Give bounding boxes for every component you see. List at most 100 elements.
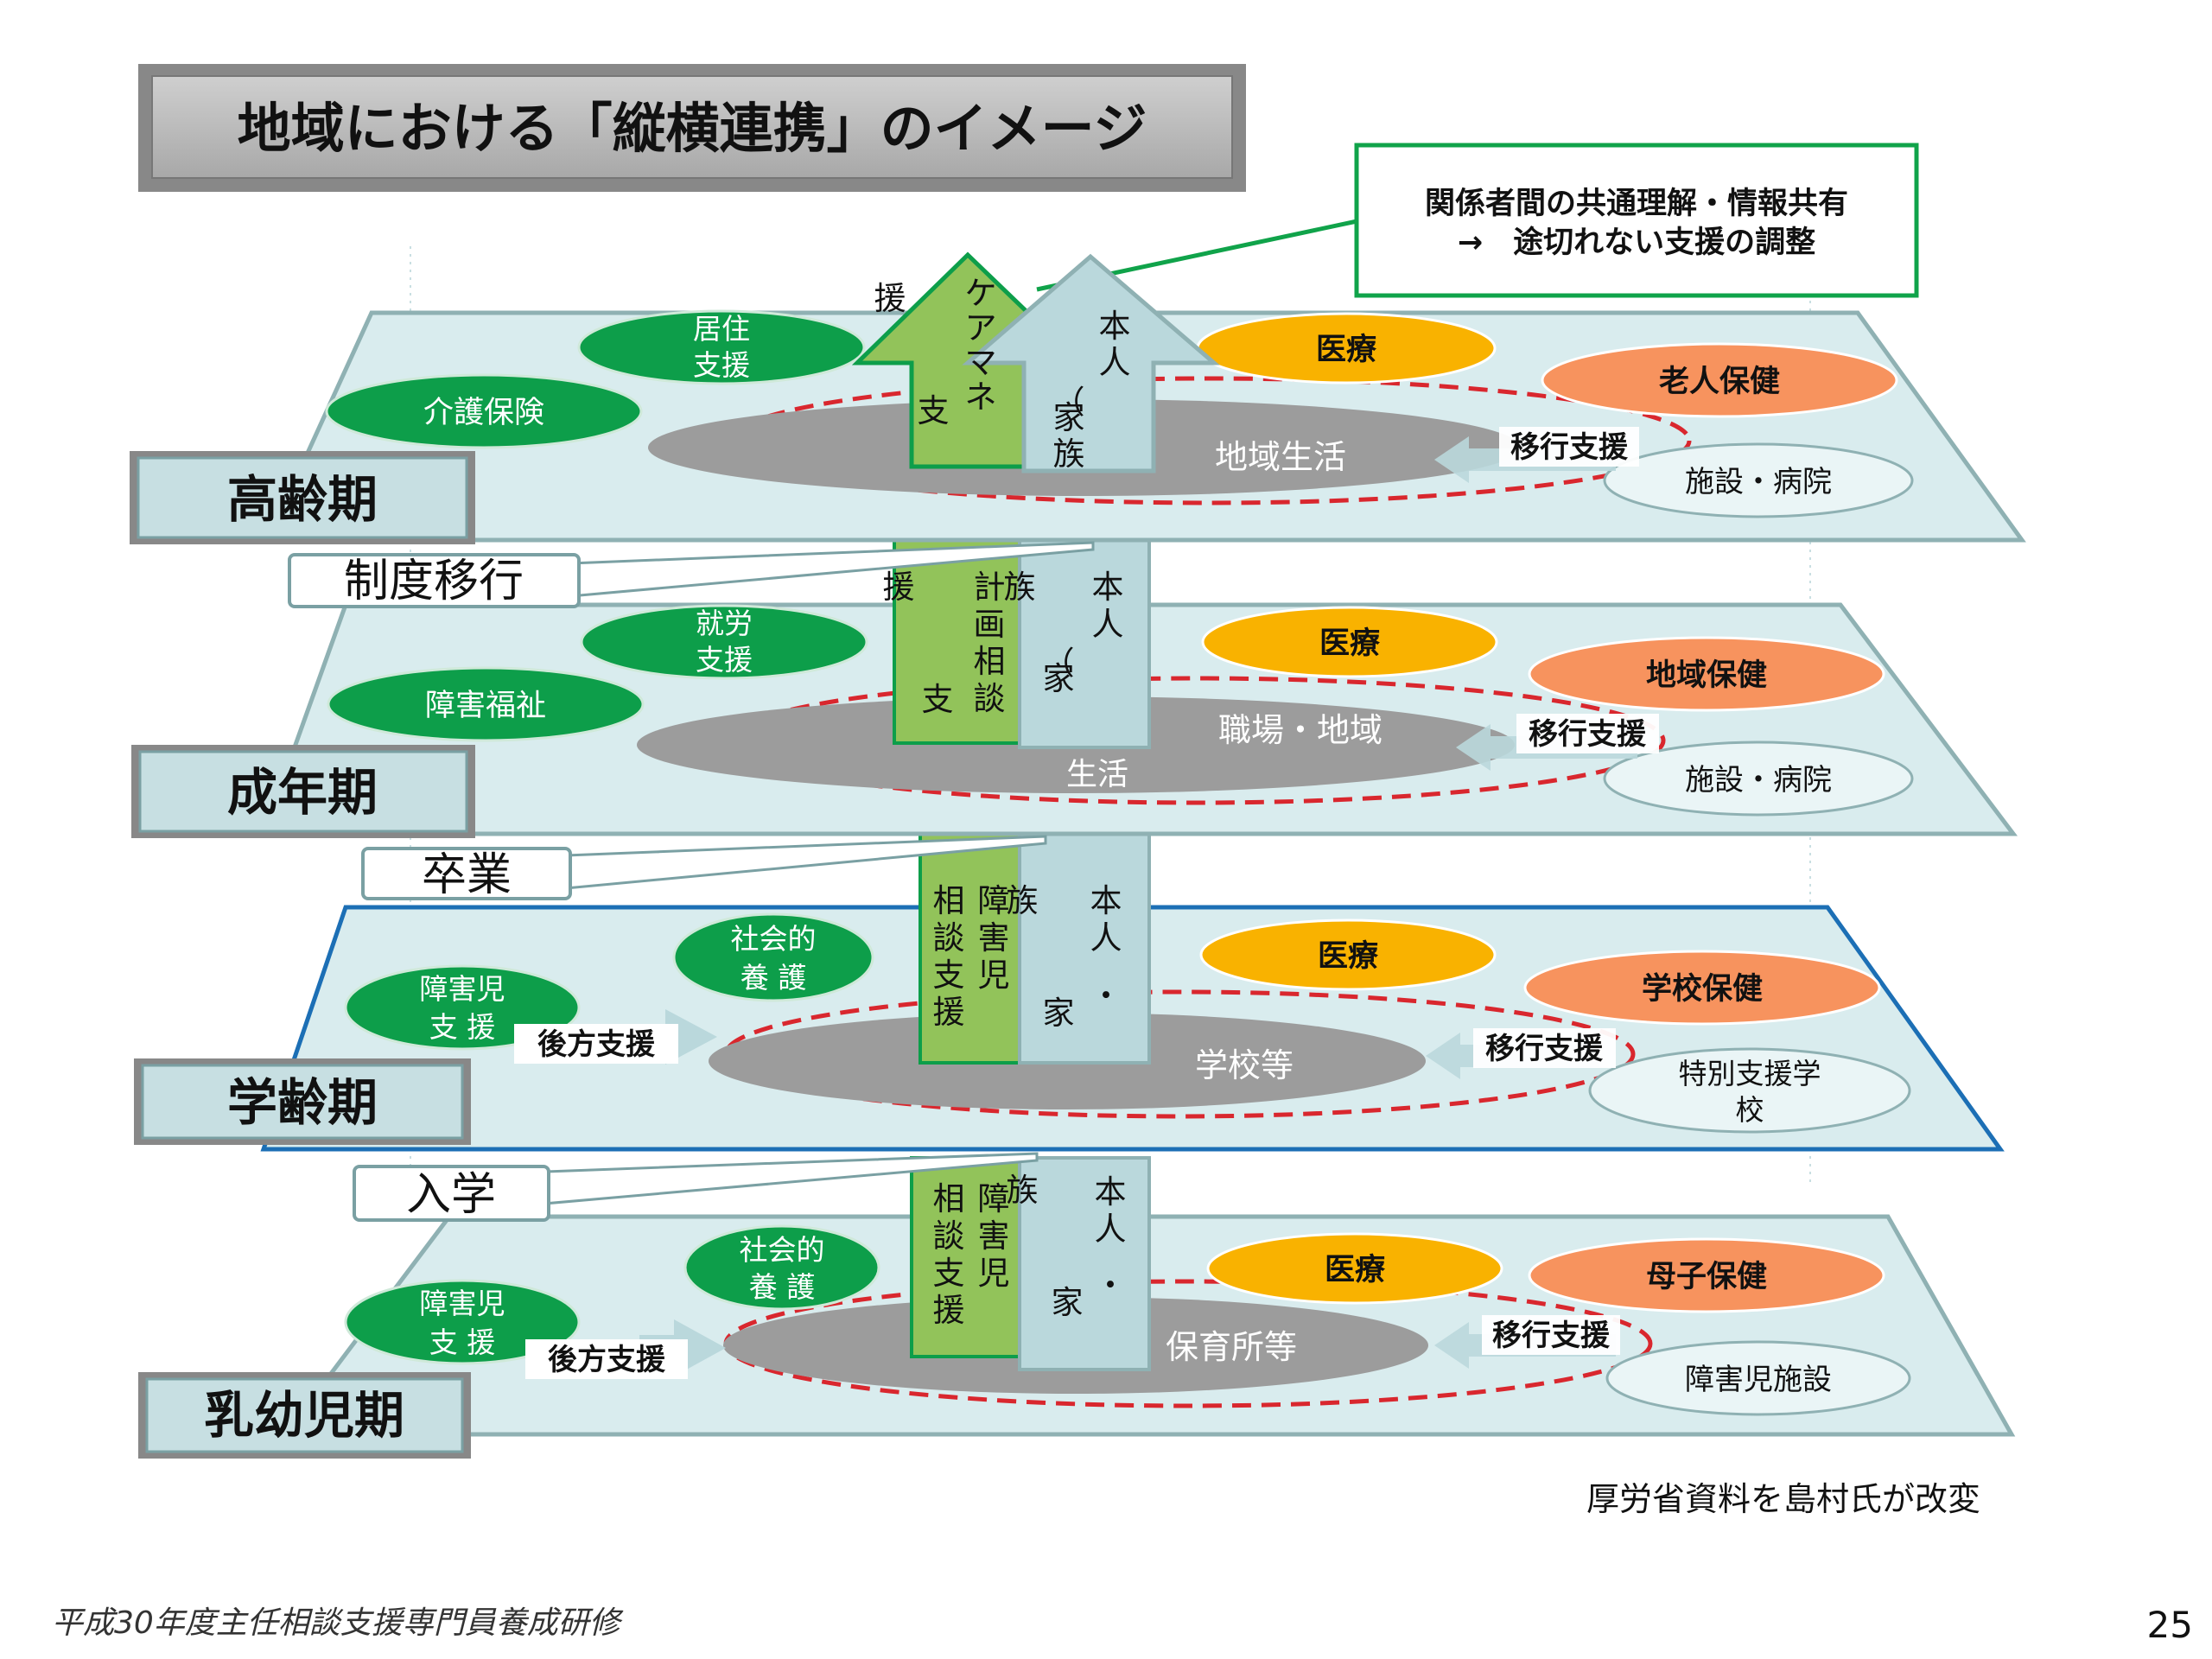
transition-support-label: 移行支援 <box>1492 1319 1611 1353</box>
center-label: 職場・地域 <box>1218 711 1382 749</box>
page-title: 地域における「縦横連携」のイメージ <box>238 97 1147 160</box>
transition-box-3 <box>353 1165 550 1222</box>
child-support-text-6: 支 <box>933 1255 965 1292</box>
medical-label: 医療 <box>1318 939 1378 974</box>
child-support-text-7: 援 <box>933 1292 965 1329</box>
center-label: 保育所等 <box>1166 1328 1297 1366</box>
person-text-3: ・ <box>1095 1267 1127 1304</box>
person-text-4: 家 <box>1052 1284 1084 1321</box>
transition-support-box <box>1482 1315 1620 1355</box>
left-welfare-ellipse <box>327 666 645 742</box>
child-support-text-2: 害 <box>978 1217 1010 1255</box>
stage-label: 乳幼児期 <box>204 1386 404 1445</box>
support-column-adult <box>893 538 1151 749</box>
facility-label-1: 施設・病院 <box>1685 465 1832 499</box>
left-welfare-label-1: 障害児 <box>420 1287 505 1320</box>
child-support-text-5: 談 <box>933 919 965 957</box>
transition-label-2: 卒業 <box>422 849 512 901</box>
upper-service-ellipse <box>672 912 874 1002</box>
upper-service-label-1: 就労 <box>696 607 753 640</box>
transition-support-box <box>1499 427 1639 467</box>
transition-support-label: 移行支援 <box>1529 717 1647 752</box>
medical-ellipse <box>1201 606 1498 678</box>
center-label: 地域生活 <box>1215 438 1346 476</box>
health-label: 学校保健 <box>1642 971 1763 1007</box>
dashed-loop <box>723 989 1636 1119</box>
facility-label-1: 障害児施設 <box>1685 1363 1832 1397</box>
plan-support-text-5: 支 <box>922 681 954 718</box>
support-column-infant <box>910 1156 1151 1371</box>
upper-service-label-1: 社会的 <box>740 1233 825 1267</box>
person-text-3: ・ <box>1090 977 1122 1014</box>
center-label: 学校等 <box>1195 1046 1294 1084</box>
person-column <box>1018 538 1151 749</box>
transition-support-label: 移行支援 <box>1510 430 1629 465</box>
health-label: 地域保健 <box>1646 658 1767 693</box>
person-text-2: 人 <box>1095 1211 1127 1248</box>
left-welfare-label-1: 障害児 <box>420 972 505 1006</box>
care-manager-text-6: 援 <box>874 280 906 317</box>
transition-support-box <box>1473 1028 1616 1068</box>
care-manager-text-3: マ <box>965 344 997 381</box>
person-text-5: 族 <box>1007 882 1039 919</box>
care-manager-text-1: ケ <box>965 275 997 312</box>
person-text-2: 人 <box>1099 344 1131 381</box>
person-text-5: 族 <box>1053 435 1085 473</box>
person-column <box>1018 1156 1151 1371</box>
left-welfare-label: 障害福祉 <box>425 689 546 723</box>
medical-ellipse <box>1206 1232 1503 1305</box>
child-support-text-3: 児 <box>978 1255 1010 1292</box>
transition-box-1 <box>288 553 581 608</box>
stage-label-box <box>145 1377 464 1453</box>
health-label: 母子保健 <box>1646 1260 1767 1294</box>
stage-label-box <box>141 1064 464 1140</box>
vertical-texts: 援 ケ ア マ ネ 支 本 人 （ 家 族 援 計 画 相 談 支 族 本 人 … <box>874 275 1131 1329</box>
care-manager-text-2: ア <box>965 309 997 346</box>
upper-service-ellipse <box>683 1224 880 1311</box>
medical-label: 医療 <box>1316 333 1376 367</box>
stage-label-box <box>138 750 468 833</box>
person-column <box>1018 832 1151 1065</box>
transition-support-label: 移行支援 <box>1485 1032 1604 1066</box>
health-ellipse <box>1528 636 1885 712</box>
person-text-1: 本 <box>1095 1173 1127 1211</box>
health-label: 老人保健 <box>1659 365 1780 399</box>
page-number: 25 <box>2147 1604 2193 1646</box>
left-welfare-ellipse <box>344 1279 581 1365</box>
back-support-label: 後方支援 <box>548 1343 666 1377</box>
person-text-3: （ <box>1043 645 1075 682</box>
center-sub-label: 生活 <box>1066 757 1128 792</box>
support-arrow-body <box>910 1156 1021 1358</box>
source-note: 厚労省資料を島村氏が改変 <box>1586 1480 1980 1518</box>
level-school: 学校等 社会的 養 護 障害児 支 援 医療 学校保健 特別支援学 校 移行支援… <box>134 905 2005 1152</box>
transition-box-2 <box>361 847 572 900</box>
care-manager-text-4: ネ <box>965 378 997 416</box>
title-box: 地域における「縦横連携」のイメージ <box>138 64 1246 192</box>
footer-text: 平成30年度主任相談支援専門員養成研修 <box>52 1605 624 1641</box>
facility-ellipse <box>1588 1047 1911 1134</box>
stage-label-box <box>137 456 468 539</box>
medical-ellipse <box>1199 918 1497 991</box>
left-welfare-label-2: 支 援 <box>429 1325 496 1359</box>
child-support-text-3: 児 <box>978 957 1010 994</box>
top-arrows <box>851 218 1362 474</box>
person-text-2: 人 <box>1090 919 1122 957</box>
child-support-text-2: 害 <box>978 919 1010 957</box>
child-support-text-4: 相 <box>933 882 965 919</box>
person-arrow <box>962 253 1220 474</box>
left-welfare-label-2: 支 援 <box>429 1010 496 1044</box>
upper-service-ellipse <box>580 604 868 680</box>
left-welfare-ellipse <box>325 373 643 449</box>
stage-label: 成年期 <box>227 763 378 822</box>
plan-support-text-3: 相 <box>974 643 1006 680</box>
health-ellipse <box>1528 1237 1885 1313</box>
person-text-2: 人 <box>1092 606 1124 643</box>
back-support-label: 後方支援 <box>537 1027 656 1062</box>
transition-labels: 制度移行 卒業 入学 <box>288 541 1095 1222</box>
plan-support-text-4: 談 <box>974 680 1006 717</box>
health-ellipse <box>1523 950 1881 1026</box>
child-support-text-5: 談 <box>933 1217 965 1255</box>
person-text-1: 本 <box>1090 882 1122 919</box>
child-support-text-7: 援 <box>933 994 965 1031</box>
